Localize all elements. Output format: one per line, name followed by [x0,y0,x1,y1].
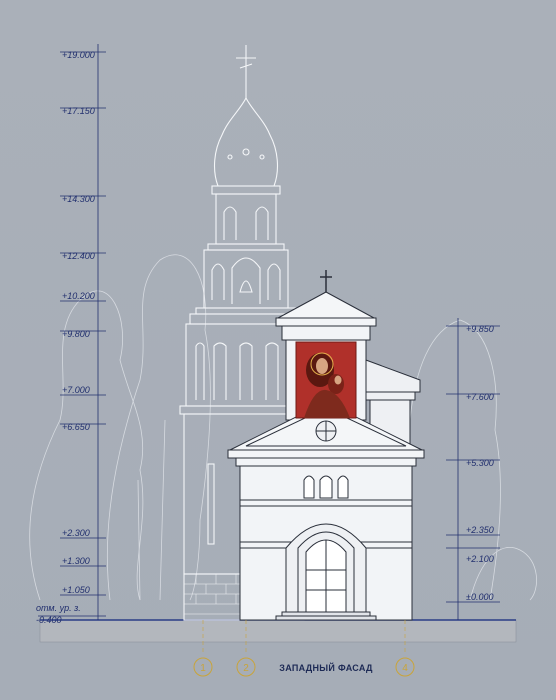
level-label: +9.850 [466,324,494,334]
axis-marker-4: 4 [395,657,415,677]
level-labels-right: +9.850 +7.600 +5.300 +2.350 +2.100 ±0.00… [466,324,494,602]
level-marks-left [38,44,106,620]
icon-painting [295,341,357,419]
level-label: ±0.000 [466,592,493,602]
axis-marker-2: 2 [236,657,256,677]
level-label: +17.150 [62,106,95,116]
level-label: +1.050 [62,585,90,595]
level-label: -0.400 [36,615,62,625]
level-label: +6.650 [62,422,90,432]
level-label: +19.000 [62,50,95,60]
axis-label: 1 [200,663,206,674]
church-facade [227,291,425,621]
level-label: +14.300 [62,194,95,204]
drawing-caption: ЗАПАДНЫЙ ФАСАД [279,662,373,673]
axis-label: 4 [402,663,408,674]
level-label: +7.000 [62,385,90,395]
level-marks-right [446,318,500,620]
level-label: +12.400 [62,251,95,261]
level-label: +10.200 [62,291,95,301]
axis-lines [202,620,406,655]
level-label: +2.300 [62,528,90,538]
level-label: +2.350 [466,525,494,535]
level-label: +1.300 [62,556,90,566]
tree-left [29,254,211,601]
level-label: +2.100 [466,554,494,564]
small-cross [320,270,332,292]
level-labels-left: +19.000 +17.150 +14.300 +12.400 +10.200 … [36,50,95,625]
level-label: отм. ур. з. [36,603,81,613]
axis-marker-1: 1 [193,657,213,677]
level-label: +5.300 [466,458,494,468]
level-label: +9.800 [62,329,90,339]
ground-strip [39,619,517,643]
axis-label: 2 [243,663,249,674]
level-label: +7.600 [466,392,494,402]
